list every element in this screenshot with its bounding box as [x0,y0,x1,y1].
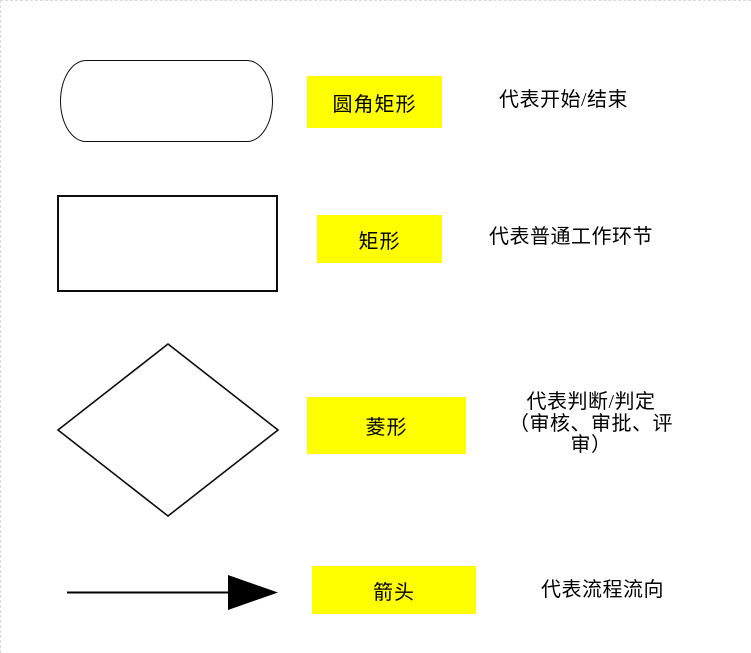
label-badge-rounded-rectangle: 圆角矩形 [307,76,442,128]
label-text: 箭头 [373,581,415,604]
label-badge-arrow: 箭头 [312,566,476,614]
description-normal-step: 代表普通工作环节 [489,226,653,248]
label-text: 菱形 [365,417,408,439]
description-line: 审） [570,434,612,456]
description-line: 代表判断/判定 [526,391,656,413]
decision-shape [56,342,280,518]
label-text: 矩形 [358,230,401,253]
description-flow-direction: 代表流程流向 [541,579,664,601]
terminator-shape [60,60,273,142]
flow-arrow-shape [67,575,278,610]
label-badge-rectangle: 矩形 [317,215,442,263]
label-badge-diamond: 菱形 [307,397,466,454]
description-start-end: 代表开始/结束 [499,89,629,111]
description-decision: 代表判断/判定 （审核、审批、评 审） [491,391,691,457]
process-shape [57,195,278,292]
label-text: 圆角矩形 [332,93,417,116]
description-line: （审核、审批、评 [509,412,673,435]
